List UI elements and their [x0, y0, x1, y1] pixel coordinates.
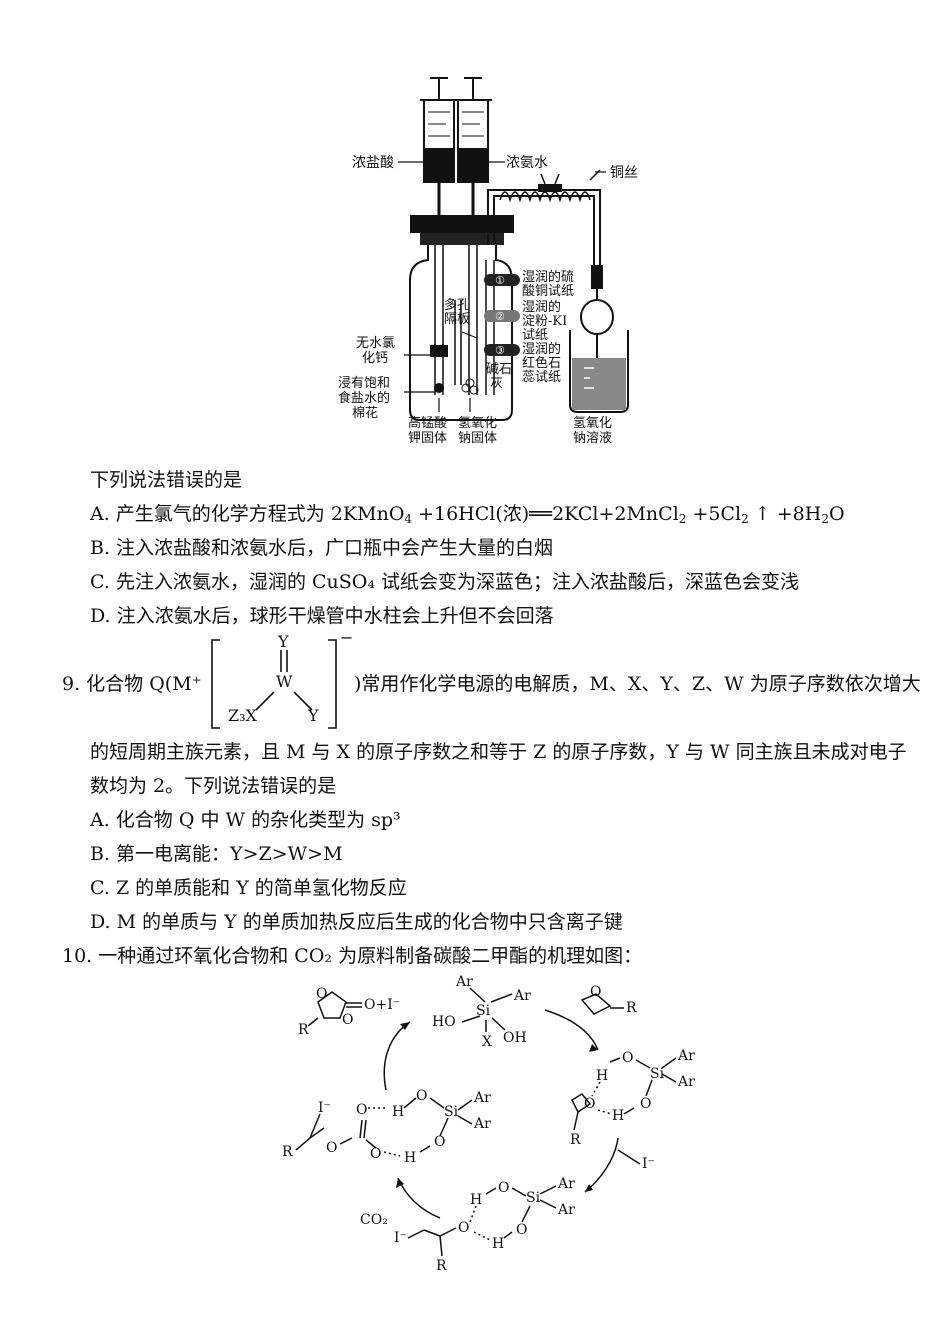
q9-lead: 9. 化合物 Q(M⁺	[62, 673, 202, 695]
q9-line2: 的短周期主族元素，且 M 与 X 的原子序数之和等于 Z 的原子序数，Y 与 W…	[90, 741, 907, 763]
q10-si-top-x: X	[482, 1034, 492, 1050]
label-paper1-l2: 酸铜试纸	[522, 284, 575, 299]
q10-product-label: O+I⁻	[364, 997, 401, 1013]
q10-bt-iodide: I⁻	[394, 1230, 407, 1246]
q10-rm-o2: O	[640, 1096, 652, 1112]
q9-option-c: C. Z 的单质能和 Y 的简单氢化物反应	[90, 877, 407, 899]
q10-carbonate-o2: O	[342, 1012, 354, 1028]
q10-rm-o1: O	[622, 1050, 634, 1066]
q9-struct-y-right: Y	[308, 706, 319, 725]
q9-struct-y-top: Y	[278, 632, 289, 651]
q10-lf-o3: O	[370, 1146, 382, 1162]
circle-1-label: ①	[495, 274, 505, 287]
q10-bt-r: R	[436, 1258, 447, 1274]
q9-struct-charge: −	[340, 628, 354, 647]
q10-lf-o4: O	[416, 1088, 428, 1104]
q10-lf-r: R	[282, 1144, 293, 1160]
label-conc-ammonia: 浓氨水	[506, 155, 548, 171]
label-kmno4-l1: 高锰酸	[408, 416, 448, 431]
q10-rm-h1: H	[596, 1068, 609, 1084]
q10-si-top-ho: HO	[432, 1014, 456, 1030]
q10-stem: 10. 一种通过环氧化合物和 CO₂ 为原料制备碳酸二甲酯的机理如图：	[62, 945, 643, 967]
q9-struct-w: W	[276, 672, 293, 691]
q8-option-b: B. 注入浓盐酸和浓氨水后，广口瓶中会产生大量的白烟	[90, 537, 554, 559]
q10-epoxide-o: O	[590, 984, 602, 1000]
label-paper3-l1: 湿润的	[522, 342, 562, 357]
q10-bt-h1: H	[470, 1192, 483, 1208]
q10-bt-si: Si	[526, 1190, 541, 1206]
label-paper3-l3: 蕊试纸	[522, 370, 562, 385]
label-soda-lime-l2: 灰	[490, 376, 504, 391]
q10-carbonate-o1: O	[316, 986, 328, 1002]
q10-lf-ar2: Ar	[474, 1116, 491, 1132]
label-porous-l2: 隔板	[444, 312, 471, 327]
q10-rm-ar2: Ar	[678, 1074, 695, 1090]
label-naoh-sol-l1: 氢氧化	[573, 416, 613, 431]
q9-line3: 数均为 2。下列说法错误的是	[90, 775, 337, 797]
q10-lf-o1: O	[326, 1140, 338, 1156]
q10-lf-ar1: Ar	[474, 1090, 491, 1106]
label-copper-wire: 铜丝	[610, 165, 638, 181]
q10-epoxide-r: R	[626, 1000, 637, 1016]
q10-bt-ar1: Ar	[558, 1176, 575, 1192]
apparatus-diagram: ① ② ③	[398, 77, 629, 421]
q10-co2: CO₂	[360, 1212, 388, 1228]
q10-rm-ar1: Ar	[678, 1048, 695, 1064]
label-cotton-l2: 食盐水的	[338, 391, 391, 406]
q10-si-top-oh: OH	[503, 1030, 527, 1046]
q10-bt-o3: O	[458, 1220, 470, 1236]
q9-option-a: A. 化合物 Q 中 W 的杂化类型为 sp³	[90, 809, 401, 831]
label-paper2-l1: 湿润的	[522, 300, 562, 315]
q10-lf-o5: O	[434, 1134, 446, 1150]
label-paper1-l1: 湿润的硫	[522, 270, 575, 285]
q10-rm-r: R	[570, 1132, 581, 1148]
label-porous-l1: 多孔	[444, 298, 471, 313]
q10-lf-iodide: I⁻	[318, 1100, 331, 1116]
q10-rm-iodide: I⁻	[642, 1156, 655, 1172]
q10-lf-si: Si	[444, 1104, 459, 1120]
q10-si-top-ar1: Ar	[456, 974, 473, 990]
q10-bt-o1: O	[498, 1180, 510, 1196]
label-kmno4-l2: 钾固体	[408, 431, 448, 446]
q10-rm-o3: O	[584, 1096, 596, 1112]
q10-rm-si: Si	[650, 1066, 665, 1082]
q10-bt-h2: H	[492, 1236, 505, 1252]
circle-3-label: ③	[495, 344, 505, 357]
q8-stem: 下列说法错误的是	[90, 469, 243, 491]
label-cotton-l1: 浸有饱和	[338, 376, 391, 391]
q8-option-d: D. 注入浓氨水后，球形干燥管中水柱会上升但不会回落	[90, 605, 554, 627]
q10-bt-o2: O	[516, 1222, 528, 1238]
label-naoh-solid-l1: 氢氧化	[458, 416, 498, 431]
q9-option-b: B. 第一电离能：Y>Z>W>M	[90, 843, 343, 865]
q10-lf-o2: O	[356, 1102, 368, 1118]
q10-si-top-ar2: Ar	[514, 988, 531, 1004]
q10-lf-h2: H	[404, 1150, 417, 1166]
q10-rm-h2: H	[612, 1108, 625, 1124]
q10-carbonate-r: R	[298, 1022, 309, 1038]
label-paper2-l3: 试纸	[522, 328, 549, 343]
q8-option-a: A. 产生氯气的化学方程式为 2KMnO4 +16HCl(浓)══2KCl+2M…	[90, 503, 845, 526]
q10-si-top: Si	[476, 1003, 491, 1019]
label-cacl2-l1: 无水氯	[356, 336, 396, 351]
label-naoh-solid-l2: 钠固体	[458, 431, 498, 446]
label-naoh-sol-l2: 钠溶液	[573, 431, 613, 446]
q10-lf-h1: H	[392, 1104, 405, 1120]
q8-option-c: C. 先注入浓氨水，湿润的 CuSO₄ 试纸会变为深蓝色；注入浓盐酸后，深蓝色会…	[90, 571, 800, 593]
label-conc-hcl: 浓盐酸	[352, 155, 394, 171]
label-cotton-l3: 棉花	[352, 406, 379, 421]
q9-tail: )常用作化学电源的电解质，M、X、Y、Z、W 为原子序数依次增大	[354, 673, 921, 695]
q9-option-d: D. M 的单质与 Y 的单质加热反应后生成的化合物中只含离子键	[90, 911, 623, 933]
q9-struct-z3x: Z₃X	[228, 706, 257, 725]
label-paper3-l2: 红色石	[522, 356, 562, 371]
label-cacl2-l2: 化钙	[362, 351, 389, 366]
q10-bt-ar2: Ar	[558, 1202, 575, 1218]
circle-2-label: ②	[495, 310, 505, 323]
label-soda-lime-l1: 碱石	[486, 362, 513, 377]
label-paper2-l2: 淀粉-KI	[522, 314, 568, 329]
